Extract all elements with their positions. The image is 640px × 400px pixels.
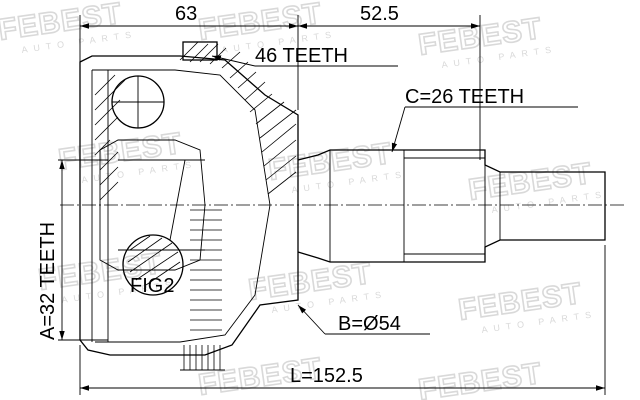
label-b-diameter: B=Ø54 [338,313,401,335]
watermark-11: FEBEST [416,356,545,400]
label-46-teeth: 46 TEETH [255,45,348,67]
bell-housing-inner [92,69,271,343]
dim-label-l: L=152.5 [290,365,363,387]
watermark-8: FEBEST AUTO PARTS [246,256,388,315]
fig2-label: FIG2 [130,275,174,297]
fig2-detail-circle [122,234,184,296]
watermark-6: FEBEST AUTO PARTS [466,156,608,215]
leader-46-teeth [211,55,256,67]
dim-label-52-5: 52.5 [360,3,399,25]
watermark-4: FEBEST AUTO PARTS [56,126,198,185]
watermark-brand: FEBEST [416,357,544,400]
inner-spline-teeth [190,209,222,331]
inner-race [99,139,206,271]
label-c-teeth: C=26 TEETH [405,86,524,108]
leader-c-teeth [391,106,406,153]
hatch-cage [94,74,126,201]
fig2-leader [169,159,186,241]
dim-label-a: A=32 TEETH [37,222,59,340]
abs-ring-teeth [183,345,221,370]
watermark-5: FEBEST AUTO PARTS [266,136,408,195]
watermark-1: FEBEST AUTO PARTS [0,0,138,55]
top-boss [182,41,218,61]
dim-label-63: 63 [175,3,197,25]
bell-housing-outline [79,55,299,356]
watermark-3: FEBEST AUTO PARTS [416,11,558,70]
fig2-hatch [127,235,181,286]
leader-b [297,304,326,335]
stem-outline [297,149,606,263]
watermark-9: FEBEST AUTO PARTS [456,276,598,335]
